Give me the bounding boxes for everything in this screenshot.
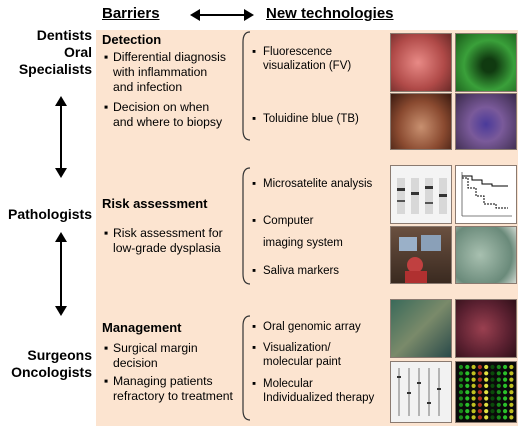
tech-item: ▪Molecular Individualized therapy <box>252 378 375 404</box>
tech-item: ▪Saliva markers <box>252 265 340 277</box>
section-management-title: Management <box>102 320 182 335</box>
barrier-item: ▪Differential diagnosis with inflammatio… <box>104 50 226 94</box>
barriers-header: Barriers <box>102 5 160 22</box>
tb-stained-photo <box>455 93 517 150</box>
survival-curve-image <box>455 165 517 224</box>
role-pathologists: Pathologists <box>7 206 92 222</box>
tb-before-photo <box>390 93 452 150</box>
fv-white-light-photo <box>390 33 452 92</box>
tech-item: ▪Visualization/ molecular paint <box>252 342 341 368</box>
double-arrow-icon <box>190 9 254 21</box>
bracket-risk <box>242 167 251 285</box>
barrier-item: ▪Managing patients refractory to treatme… <box>104 374 233 403</box>
microarray-image <box>455 361 517 423</box>
tech-item: ▪Microsatelite analysis <box>252 178 373 190</box>
computer-imaging-photo <box>390 226 452 284</box>
tech-item: ▪Fluorescence visualization (FV) <box>252 46 352 72</box>
section-detection-title: Detection <box>102 32 162 47</box>
section-risk-title: Risk assessment <box>102 196 208 211</box>
bracket-detection <box>242 31 251 141</box>
fv-fluorescence-photo <box>455 33 517 92</box>
role-dentists: Dentists Oral Specialists <box>18 27 92 77</box>
genomic-array-plot <box>390 361 452 423</box>
barrier-item: ▪Surgical margin decision <box>104 341 198 370</box>
role-surgeons: Surgeons Oncologists <box>11 347 92 380</box>
barrier-item: ▪Risk assessment for low-grade dysplasia <box>104 226 223 255</box>
surgery-photo <box>390 299 452 358</box>
barrier-item: ▪Decision on when and where to biopsy <box>104 100 223 129</box>
microsatellite-gel-image <box>390 165 452 224</box>
vertical-double-arrow-icon <box>55 96 67 178</box>
new-technologies-header: New technologies <box>266 5 394 22</box>
tech-item: ▪Oral genomic array <box>252 321 361 333</box>
vertical-double-arrow-icon <box>55 232 67 316</box>
tissue-image <box>455 226 517 284</box>
bracket-management <box>242 315 251 421</box>
molecular-paint-photo <box>455 299 517 358</box>
tech-item: ▪Computer imaging system <box>252 215 343 249</box>
tech-item: ▪Toluidine blue (TB) <box>252 113 359 125</box>
